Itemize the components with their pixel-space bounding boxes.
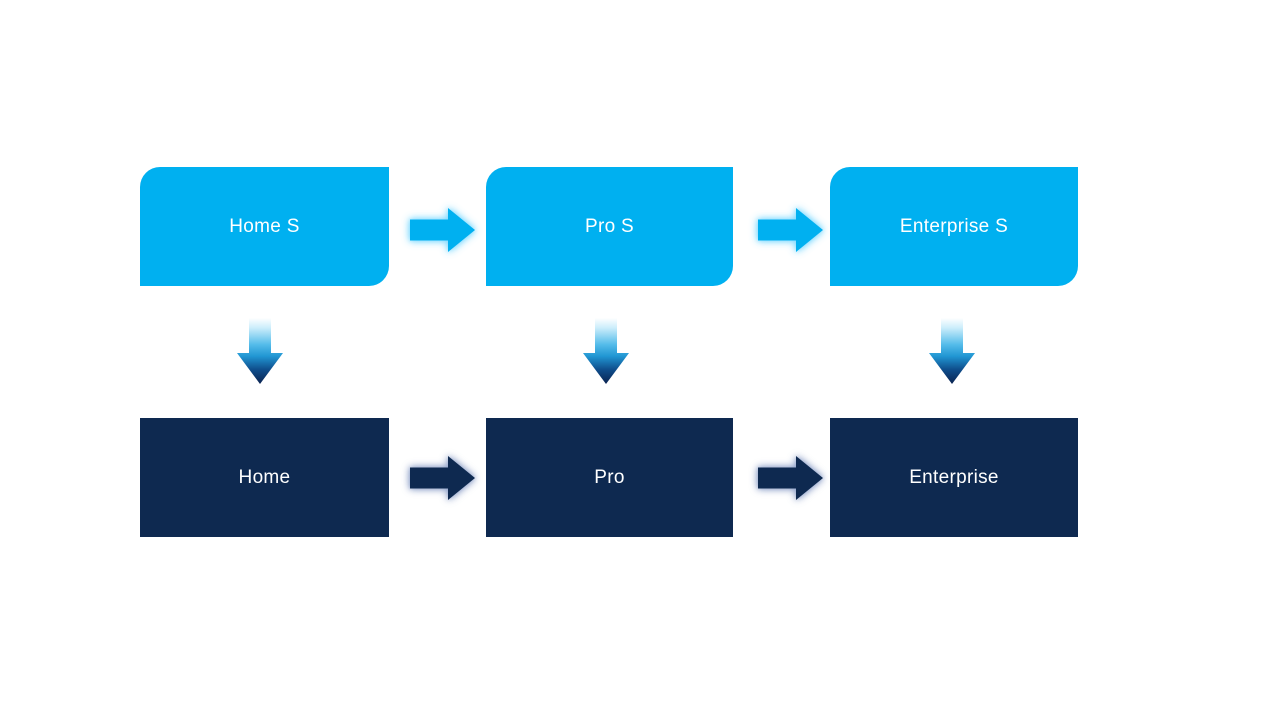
stage-box-label: Home xyxy=(238,466,291,488)
down-arrow-icon xyxy=(929,318,975,385)
stage-box-label: Home S xyxy=(229,215,300,237)
right-arrow-icon xyxy=(410,207,476,253)
stage-box-label: Pro S xyxy=(584,215,635,237)
stage-box-pro-s: Pro S xyxy=(486,167,733,286)
down-arrow-icon xyxy=(237,318,283,385)
stage-box-label: Pro xyxy=(594,466,625,488)
down-arrow-icon xyxy=(583,318,629,385)
stage-box-label: Enterprise S xyxy=(899,215,1009,237)
stage-box-home-s: Home S xyxy=(140,167,389,286)
stage-box-label: Enterprise xyxy=(909,466,999,488)
right-arrow-icon xyxy=(758,207,824,253)
stage-box-home: Home xyxy=(140,418,389,537)
stage-box-enterprise: Enterprise xyxy=(830,418,1078,537)
stage-box-enterprise-s: Enterprise S xyxy=(830,167,1078,286)
right-arrow-icon xyxy=(758,455,824,501)
stage-box-pro: Pro xyxy=(486,418,733,537)
right-arrow-icon xyxy=(410,455,476,501)
